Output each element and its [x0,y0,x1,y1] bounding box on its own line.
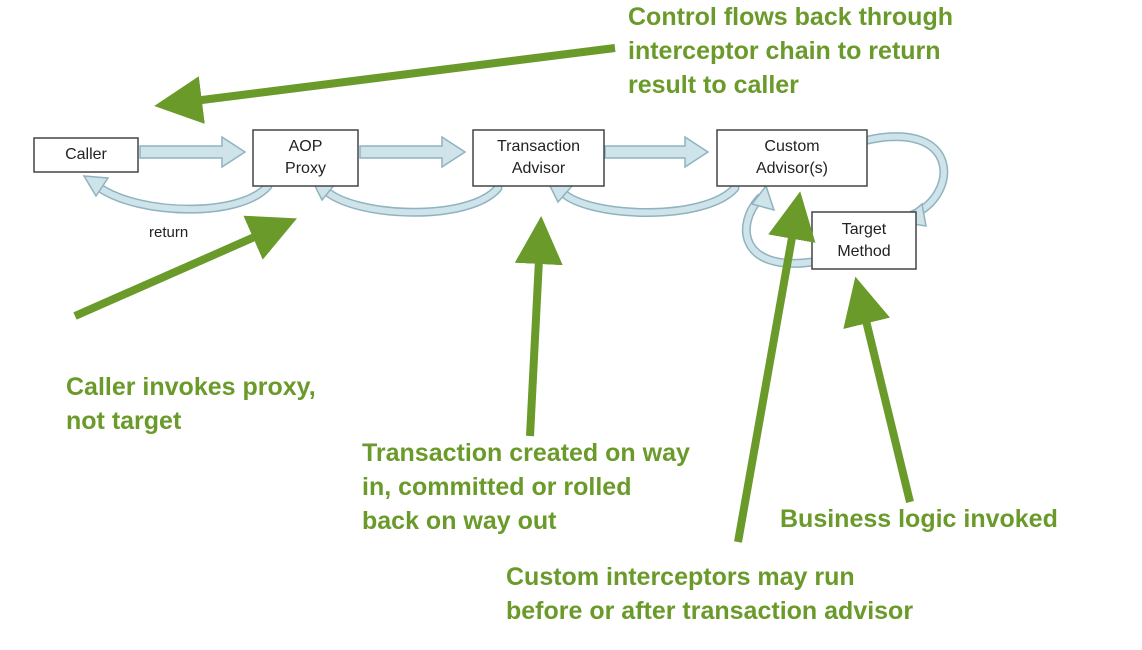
return-arrow-proxy-caller [82,175,273,214]
forward-arrow-caller-proxy [139,135,247,169]
caller-label: Caller [65,146,107,163]
annotation-business-logic: Business logic invoked [780,505,1058,533]
annotation-arrow-transaction [514,216,563,437]
return-label: return [149,224,189,241]
forward-arrow-transaction-custom [604,135,710,169]
target-method-box [811,211,917,270]
annotation-arrow-custom-interceptors [734,191,816,543]
annotation-arrow-control-flow [154,44,616,124]
annotation-arrow-caller-invokes [73,215,297,320]
aop-proxy-box [252,129,359,187]
annotation-custom-interceptors: Custom interceptors may run before or af… [506,563,914,625]
target-method-label: Target Method [837,220,891,260]
forward-arrow-proxy-transaction [359,135,467,169]
annotation-control-flow: Control flows back through interceptor c… [628,3,953,99]
transaction-advisor-label: Transaction Advisor [497,138,580,177]
transaction-advisor-box [472,129,605,187]
annotation-arrow-business-logic [843,276,914,503]
custom-advisors-label: Custom Advisor(s) [755,138,828,177]
loop-arrow-target-custom [742,184,817,268]
aop-proxy-label: AOP Proxy [285,138,326,177]
caller-box [33,137,139,173]
custom-advisors-box [716,129,868,187]
annotation-transaction: Transaction created on way in, committed… [362,439,690,535]
annotation-caller-invokes: Caller invokes proxy, not target [66,373,316,435]
return-arrow-custom-transaction [546,181,740,217]
